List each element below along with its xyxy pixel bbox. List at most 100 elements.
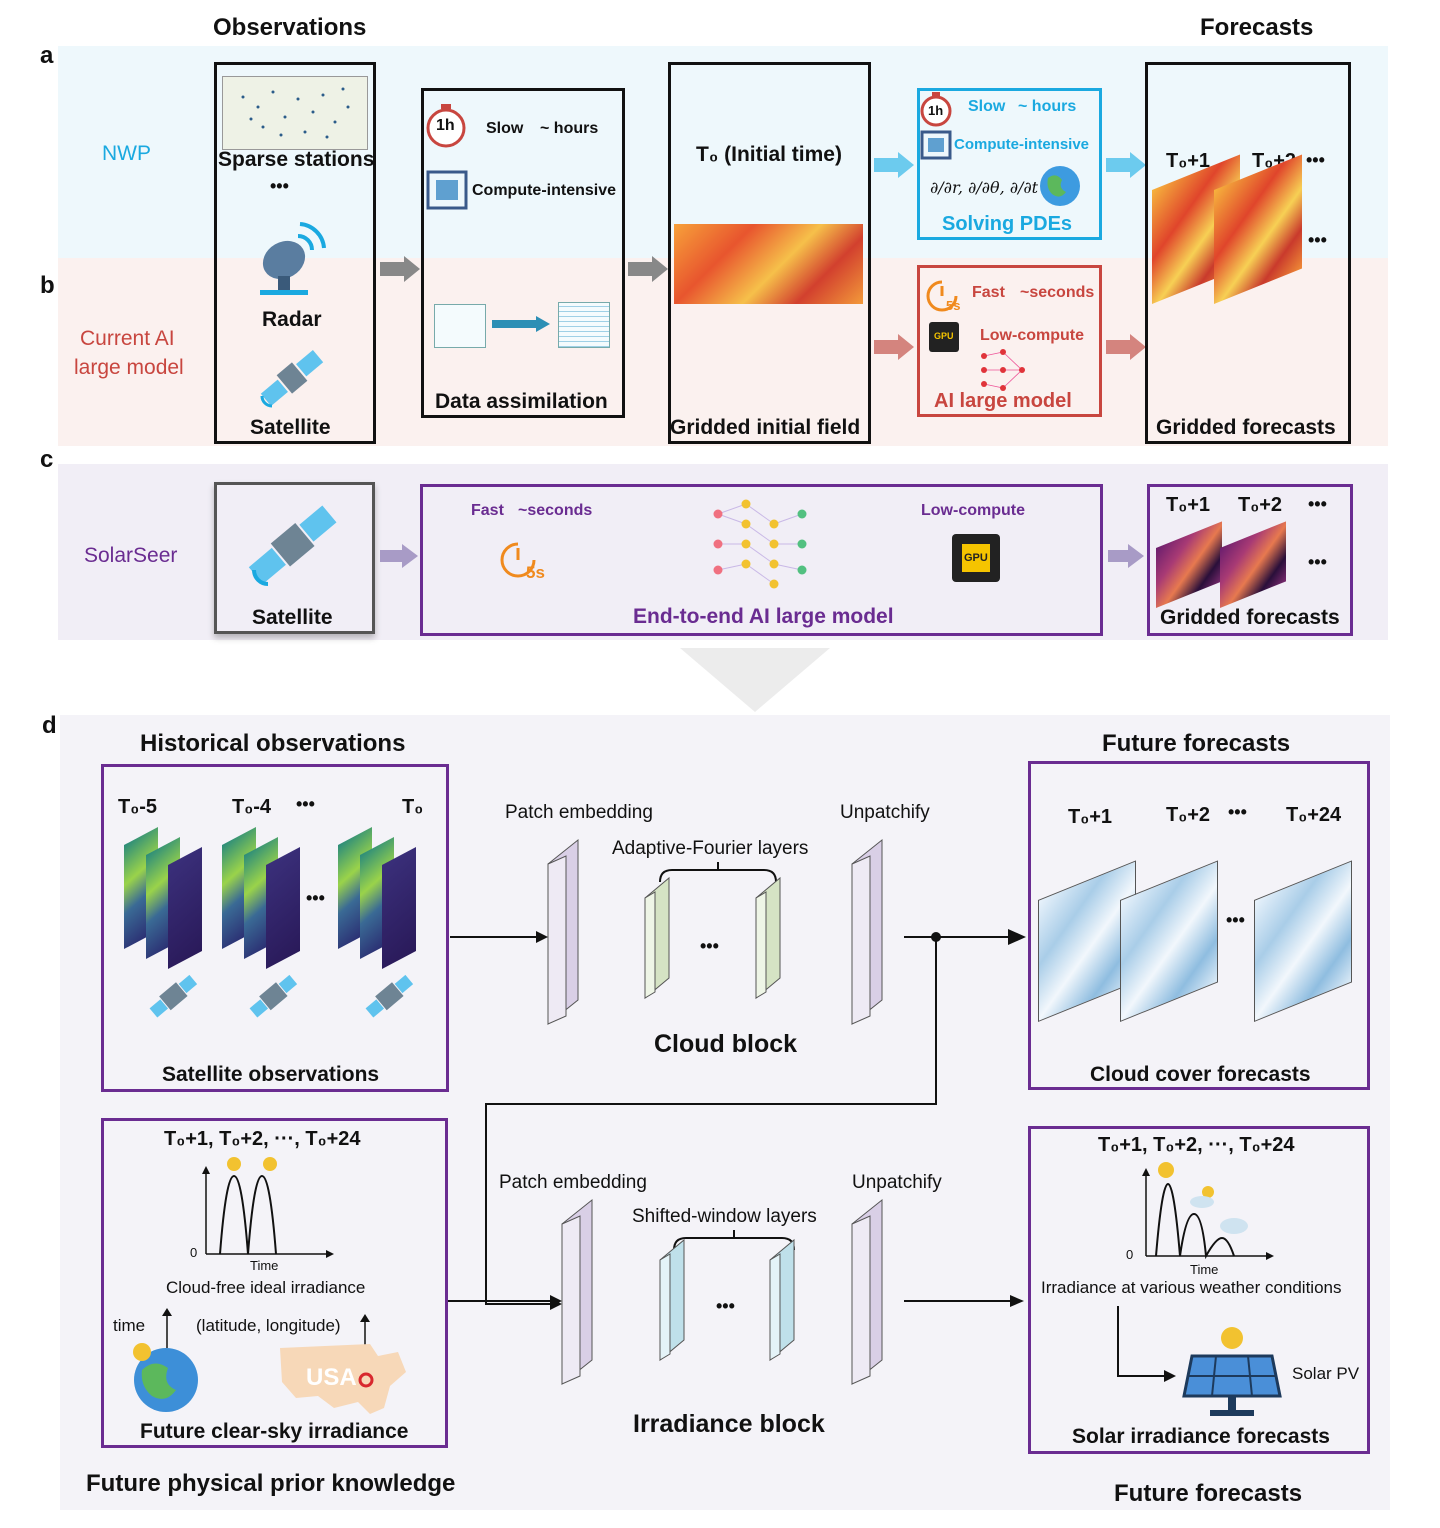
time-up-arrow [162,1308,172,1348]
prior-knowledge-box [101,1118,448,1448]
da-hours: ~ hours [540,120,599,137]
hist-stack-1-c [168,846,202,970]
afl-layer-2 [755,876,781,1000]
patch-embedding-1: Patch embedding [505,802,653,823]
c-seconds: ~seconds [518,502,593,519]
initial-field-title: Gridded initial field [670,416,861,439]
clear-sky-label: Future clear-sky irradiance [140,1420,409,1443]
hist-t-minus-4: T₀-4 [232,796,272,818]
panel-label-d: d [42,712,57,739]
ai-network-icon [981,349,1025,391]
future-t24: T₀+24 [1286,804,1342,826]
arrow-hist-to-cloud [450,931,548,943]
hist-t-minus-5: T₀-5 [118,796,158,818]
cloud-map-dots: ••• [1226,910,1245,930]
panel-label-a: a [40,42,54,69]
future-forecasts-title: Future forecasts [1102,730,1291,757]
ai-seconds: ~seconds [1020,284,1095,301]
da-compute: Compute-intensive [472,182,617,199]
patch-embedding-2-block [561,1198,593,1386]
stations-more-dots: ••• [270,176,289,196]
hist-satellite-icon-3 [365,974,414,1018]
c-compute: Low-compute [921,502,1025,519]
da-timer-text: 1h [436,117,455,134]
stations-map [222,76,368,150]
c-model-title: End-to-end AI large model [633,605,894,628]
c-satellite-box [214,482,375,634]
nwp-slow: Slow [968,98,1006,115]
panel-label-b: b [40,272,55,299]
c-forecast-t2: T₀+2 [1238,494,1283,516]
nwp-pde-operators: ∂/∂r, ∂/∂θ, ∂/∂t [930,178,1039,197]
time-input-label: time [113,1316,146,1335]
patch-embedding-1-block [547,838,579,1026]
prior-time-axis: Time [250,1258,279,1273]
irradiance-block-label: Irradiance block [633,1410,825,1438]
forecasts-header: Forecasts [1200,14,1314,41]
usa-label: USA [306,1364,357,1391]
nwp-timer-icon [920,92,952,127]
ai-gpu-icon [929,322,959,352]
arrow-ai-to-forecast [1106,334,1146,360]
radar-icon [260,222,326,295]
c-forecast-t1: T₀+1 [1166,494,1211,516]
historical-box [101,764,449,1092]
hist-dots: ••• [296,794,315,814]
prior-times: T₀+1, T₀+2, ···, T₀+24 [164,1128,361,1150]
shifted-window-label: Shifted-window layers [632,1206,817,1227]
satellite-label-ab: Satellite [250,416,331,439]
forecast-ab-t1: T₀+1 [1166,150,1211,172]
swl-layer-2 [769,1238,795,1362]
nwp-timer-text: 1h [928,103,944,118]
swl-mid-dots: ••• [716,1296,735,1316]
c-gpu-chip [962,544,990,572]
initial-field-box [668,62,871,444]
observations-header: Observations [213,14,367,41]
weather-curve [1142,1162,1274,1260]
c-forecast-title: Gridded forecasts [1160,606,1340,629]
hist-mid-dots: ••• [306,888,325,908]
arrow-scatter-to-grid [492,316,550,332]
clear-sky-curve [202,1157,334,1258]
swl-layer-1 [659,1238,685,1362]
prior-zero: 0 [190,1245,198,1260]
c-forecast-box [1147,484,1353,636]
ai-compute: Low-compute [980,327,1084,344]
usa-map-icon [280,1344,406,1414]
server-icon [426,170,468,210]
c-model-box [420,484,1103,636]
c-gpu-text: GPU [964,552,988,564]
future-dots: ••• [1228,802,1247,822]
solar-panel-icon [1182,1327,1282,1416]
prior-caption: Future physical prior knowledge [86,1470,456,1497]
panel-label-c: c [40,446,54,473]
scattered-points-icon [434,304,486,348]
c-forecast-dots: ••• [1308,494,1327,514]
cloud-block-label: Cloud block [654,1030,798,1058]
hist-t0: T₀ [402,796,424,818]
afl-mid-dots: ••• [700,936,719,956]
earth-icon [1040,166,1080,206]
irr-zero: 0 [1126,1247,1134,1262]
forecast-ab-title: Gridded forecasts [1156,416,1336,439]
row-label-current-ai-1: Current AI [80,327,175,350]
future-t1: T₀+1 [1068,806,1113,828]
ai-timer-text: 5s [946,298,961,313]
nwp-hours: ~ hours [1018,98,1077,115]
arrow-c-model-to-forecast [1108,544,1144,568]
ai-title: AI large model [934,390,1072,412]
ai-gpu-text: GPU [934,331,954,341]
irr-time-axis: Time [1190,1262,1219,1277]
satellite-observations-label: Satellite observations [162,1063,380,1086]
nwp-compute: Compute-intensive [954,136,1090,153]
c-timer-icon [500,542,536,578]
timer-icon [426,104,466,148]
arrow-irradiance-to-future [904,1295,1024,1307]
ai-fast: Fast [972,284,1005,301]
unpatchify-2-block [851,1198,883,1386]
forecast-ab-box [1145,62,1351,444]
afl-bracket [659,862,777,883]
patch-embedding-2: Patch embedding [499,1172,647,1193]
unpatchify-1: Unpatchify [840,802,930,823]
hist-satellite-icon-2 [249,974,298,1018]
